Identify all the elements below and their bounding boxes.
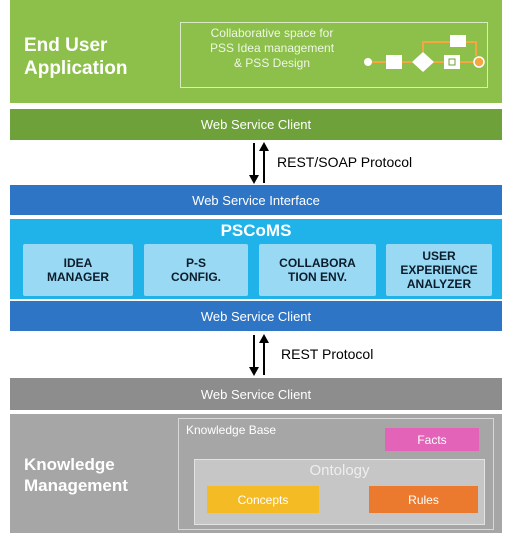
end-user-application-layer — [10, 0, 502, 103]
title-line: Management — [24, 476, 128, 495]
knowledge-management-title: Knowledge Management — [24, 454, 128, 496]
module-line: USER — [422, 249, 456, 263]
protocol-label-bottom: REST Protocol — [281, 346, 374, 362]
module-user-experience-analyzer: USER EXPERIENCE ANALYZER — [386, 244, 492, 296]
bidirectional-arrow-icon — [249, 334, 269, 376]
collab-line: PSS Idea management — [209, 41, 335, 55]
module-line: CONFIG. — [171, 270, 221, 284]
module-line: P-S — [185, 256, 206, 270]
module-ps-config: P-S CONFIG. — [144, 244, 248, 296]
pscoms-title: PSCoMS — [220, 221, 292, 240]
bidirectional-arrow-icon — [249, 142, 269, 184]
knowledge-base-label: Knowledge Base — [186, 423, 277, 437]
collaborative-space-box — [180, 22, 488, 88]
module-line: EXPERIENCE — [400, 263, 478, 277]
protocol-label-top: REST/SOAP Protocol — [277, 154, 413, 170]
end-user-application-title: End User Application — [24, 34, 127, 80]
rules-box: Rules — [369, 486, 478, 513]
gateway-node-icon — [412, 52, 434, 72]
collaborative-space-text: Collaborative space for PSS Idea managem… — [186, 26, 358, 71]
knowledge-base-box — [178, 418, 494, 530]
module-line: ANALYZER — [406, 277, 472, 291]
collab-line: & PSS Design — [233, 56, 311, 70]
title-line: Application — [24, 58, 128, 79]
subprocess-node-icon — [444, 55, 460, 69]
module-idea-manager: IDEA MANAGER — [23, 244, 133, 296]
start-node-icon — [364, 58, 372, 66]
concepts-box: Concepts — [207, 486, 319, 513]
facts-box: Facts — [385, 428, 479, 451]
module-line: TION ENV. — [288, 270, 347, 284]
web-service-interface: Web Service Interface — [10, 185, 502, 215]
web-service-client-top: Web Service Client — [10, 109, 502, 140]
web-service-client-middle: Web Service Client — [10, 301, 502, 331]
module-collaboration-env: COLLABORA TION ENV. — [259, 244, 376, 296]
web-service-client-bottom: Web Service Client — [10, 378, 502, 410]
task-node-icon — [386, 55, 402, 69]
task-node-icon — [450, 35, 466, 47]
module-line: MANAGER — [47, 270, 109, 284]
title-line: Knowledge — [24, 455, 115, 474]
ontology-label: Ontology — [309, 461, 370, 479]
module-line: IDEA — [63, 256, 93, 270]
process-flow-icon — [364, 35, 485, 72]
title-line: End User — [24, 35, 108, 56]
collab-line: Collaborative space for — [210, 26, 334, 40]
end-node-icon — [473, 56, 485, 68]
module-line: COLLABORA — [279, 256, 356, 270]
